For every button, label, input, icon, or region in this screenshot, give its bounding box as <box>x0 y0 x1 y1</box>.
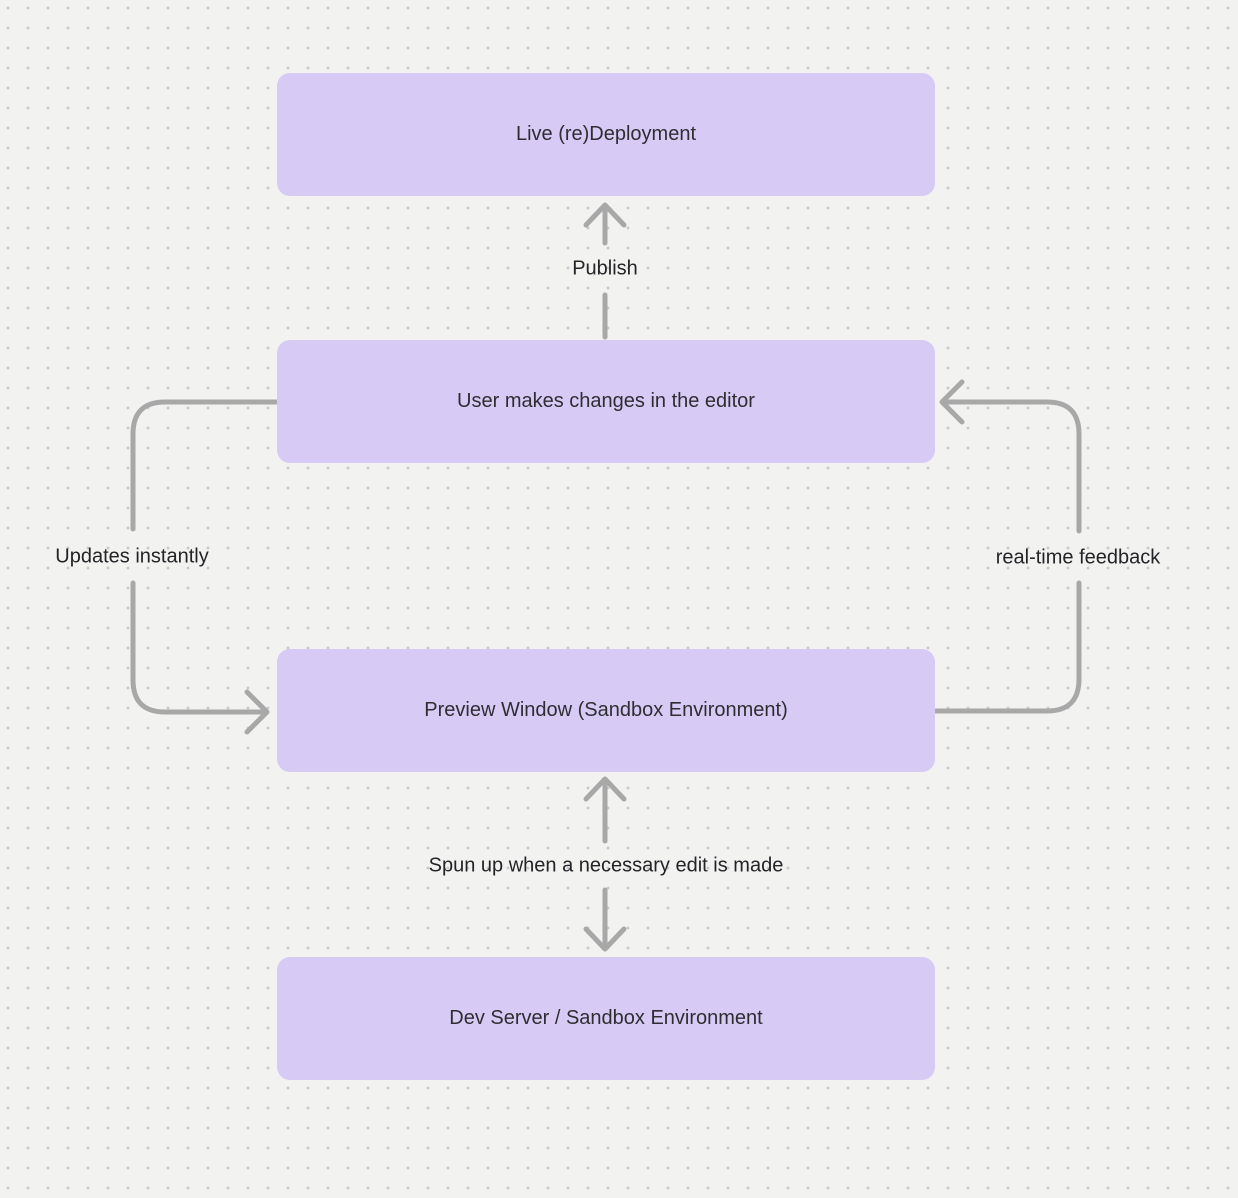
updates-segment-lower <box>130 580 264 715</box>
node-label: Live (re)Deployment <box>515 123 697 145</box>
edge-label-updates-instantly: Updates instantly <box>55 545 209 568</box>
edge-updates-instantly <box>130 399 280 735</box>
feedback-segment-lower <box>932 580 1082 714</box>
node-label: Preview Window (Sandbox Environment) <box>424 699 788 721</box>
feedback-arrowhead-left <box>939 379 965 425</box>
updates-segment-upper <box>130 399 280 532</box>
node-label: User makes changes in the editor <box>457 390 755 412</box>
edge-real-time-feedback <box>932 379 1082 714</box>
edge-label-real-time-feedback: real-time feedback <box>995 546 1161 569</box>
edge-label-publish: Publish <box>572 257 638 280</box>
node-user-editor[interactable]: User makes changes in the editor <box>277 340 935 463</box>
node-label: Dev Server / Sandbox Environment <box>449 1007 763 1029</box>
feedback-segment-upper <box>945 399 1082 534</box>
node-preview-window[interactable]: Preview Window (Sandbox Environment) <box>277 649 935 772</box>
edge-publish <box>583 202 627 340</box>
node-live-redeployment[interactable]: Live (re)Deployment <box>277 73 935 196</box>
publish-arrowhead-up <box>583 202 627 228</box>
edge-label-spun-up: Spun up when a necessary edit is made <box>428 854 784 877</box>
spunup-arrowhead-down <box>583 926 627 952</box>
edge-spun-up <box>583 776 627 952</box>
node-dev-server[interactable]: Dev Server / Sandbox Environment <box>277 957 935 1080</box>
updates-arrowhead-right <box>244 689 270 735</box>
spunup-arrowhead-up <box>583 776 627 802</box>
